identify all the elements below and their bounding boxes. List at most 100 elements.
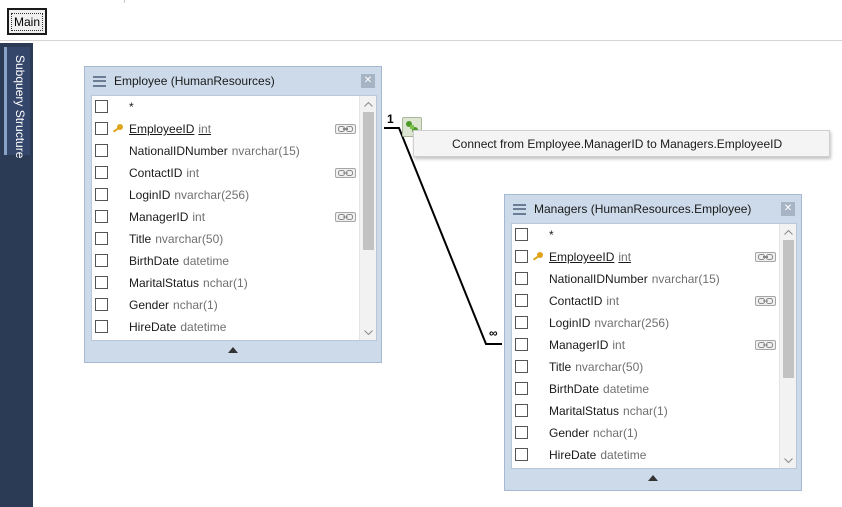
- column-checkbox[interactable]: [95, 254, 108, 267]
- link-icon: [755, 340, 776, 350]
- column-row-star[interactable]: *: [512, 224, 796, 246]
- column-row-star[interactable]: *: [92, 96, 376, 118]
- column-checkbox[interactable]: [515, 250, 528, 263]
- chevron-up-icon[interactable]: [360, 98, 376, 110]
- employee-table-header[interactable]: Employee (HumanResources) ✕: [85, 67, 381, 95]
- column-checkbox[interactable]: [515, 382, 528, 395]
- column-checkbox[interactable]: [95, 122, 108, 135]
- column-checkbox[interactable]: [515, 272, 528, 285]
- column-checkbox[interactable]: [95, 188, 108, 201]
- collapse-toggle[interactable]: [511, 470, 795, 486]
- column-name-text: EmployeeID: [129, 122, 195, 136]
- managers-scrollbar[interactable]: [779, 224, 796, 468]
- employee-scrollbar[interactable]: [359, 96, 376, 340]
- chevron-up-icon[interactable]: [780, 226, 796, 238]
- link-icon: [335, 168, 356, 178]
- triangle-up-icon[interactable]: [228, 347, 238, 353]
- column-type: int: [198, 122, 212, 136]
- column-name-text: LoginID: [549, 316, 591, 330]
- chevron-down-icon[interactable]: [360, 326, 376, 338]
- column-checkbox[interactable]: [515, 316, 528, 329]
- close-icon[interactable]: ✕: [781, 202, 795, 216]
- column-checkbox[interactable]: [95, 100, 108, 113]
- column-checkbox[interactable]: [95, 232, 108, 245]
- employee-table-panel[interactable]: Employee (HumanResources) ✕ * EmployeeID…: [84, 66, 382, 363]
- column-name-text: MaritalStatus: [549, 404, 620, 418]
- column-checkbox[interactable]: [95, 210, 108, 223]
- managers-table-title: Managers (HumanResources.Employee): [534, 202, 752, 216]
- column-checkbox[interactable]: [95, 166, 108, 179]
- subquery-structure-tab[interactable]: Subquery Structure: [4, 47, 30, 158]
- column-checkbox[interactable]: [515, 294, 528, 307]
- sidebar: Subquery Structure: [0, 43, 33, 507]
- column-checkbox[interactable]: [515, 338, 528, 351]
- column-name: *: [549, 228, 554, 242]
- triangle-up-icon[interactable]: [648, 475, 658, 481]
- main-tab[interactable]: Main: [7, 8, 47, 35]
- column-type: nchar(1): [203, 276, 248, 290]
- close-icon[interactable]: ✕: [361, 74, 375, 88]
- column-type: nchar(1): [593, 426, 638, 440]
- column-type: nchar(1): [173, 298, 218, 312]
- column-name-text: BirthDate: [549, 382, 600, 396]
- column-name-text: ContactID: [549, 294, 603, 308]
- managers-table-panel[interactable]: Managers (HumanResources.Employee) ✕ * E…: [504, 194, 802, 491]
- design-canvas[interactable]: 1 ∞ Employee (HumanResources) ✕ * Employ…: [33, 42, 842, 507]
- column-name-text: Gender: [549, 426, 590, 440]
- column-checkbox[interactable]: [515, 404, 528, 417]
- main-tab-label: Main: [10, 12, 44, 31]
- column-checkbox[interactable]: [515, 448, 528, 461]
- column-checkbox[interactable]: [515, 426, 528, 439]
- column-checkbox[interactable]: [95, 276, 108, 289]
- hamburger-icon[interactable]: [93, 75, 106, 87]
- hamburger-icon[interactable]: [513, 203, 526, 215]
- column-checkbox[interactable]: [95, 144, 108, 157]
- column-name-text: Gender: [129, 298, 170, 312]
- column-checkbox[interactable]: [515, 360, 528, 373]
- column-name-text: ManagerID: [129, 210, 189, 224]
- column-name-text: HireDate: [129, 320, 177, 334]
- column-checkbox[interactable]: [95, 298, 108, 311]
- scroll-thumb[interactable]: [363, 112, 374, 250]
- column-checkbox[interactable]: [515, 228, 528, 241]
- scroll-thumb[interactable]: [783, 240, 794, 378]
- managers-table-header[interactable]: Managers (HumanResources.Employee) ✕: [505, 195, 801, 223]
- primary-key-link-icon: [335, 124, 356, 134]
- column-checkbox[interactable]: [95, 320, 108, 333]
- collapse-toggle[interactable]: [91, 342, 375, 358]
- chevron-down-icon[interactable]: [780, 454, 796, 466]
- key-icon: [532, 252, 543, 261]
- column-name-text: Title: [549, 360, 572, 374]
- relationship-one-label: 1: [387, 112, 394, 126]
